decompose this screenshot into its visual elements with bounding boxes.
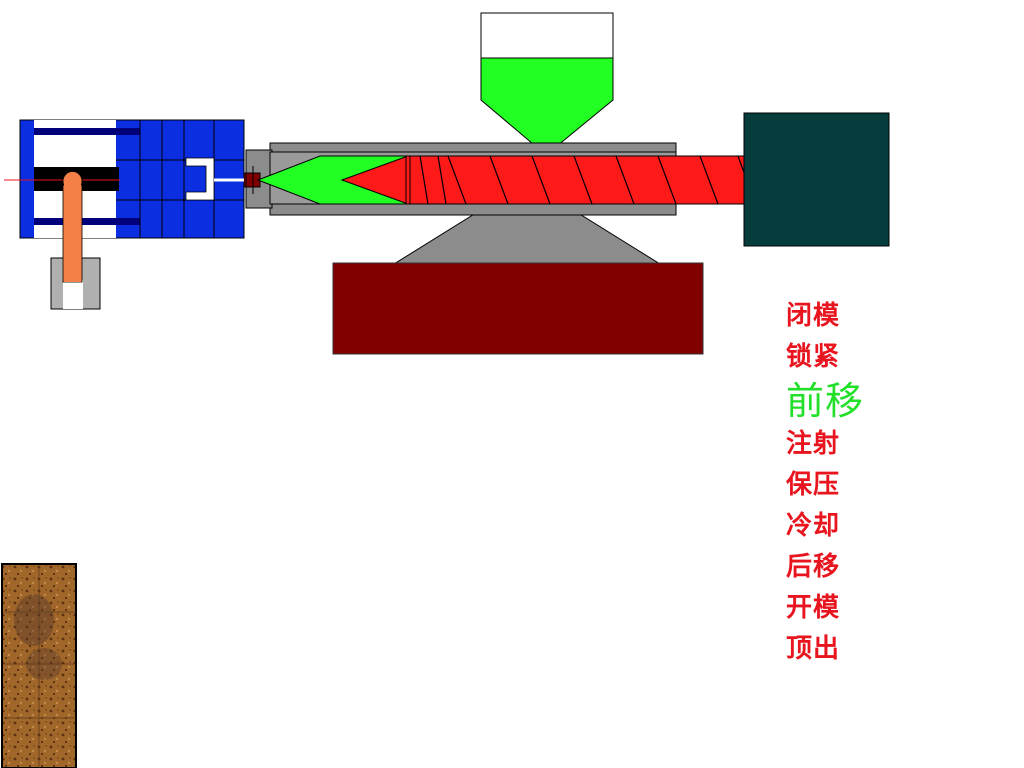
drive-motor xyxy=(743,112,890,247)
step-clamp: 锁紧 xyxy=(786,342,841,372)
process-step-list: 闭模 锁紧 前移 注射 保压 冷却 后移 开模 顶出 xyxy=(786,303,896,677)
mold-clamp-unit xyxy=(19,119,245,239)
hopper xyxy=(480,12,614,156)
step-inject: 注射 xyxy=(786,429,841,459)
screw xyxy=(340,155,747,205)
step-hold-pressure: 保压 xyxy=(786,470,841,500)
cork-texture-panel xyxy=(1,563,77,768)
step-eject: 顶出 xyxy=(786,634,841,664)
machine-base xyxy=(332,262,704,355)
step-open-mold: 开模 xyxy=(786,593,841,623)
step-cool: 冷却 xyxy=(786,511,841,541)
step-close-mold: 闭模 xyxy=(786,301,841,331)
barrel-support xyxy=(392,212,662,265)
step-retract: 后移 xyxy=(786,552,841,582)
step-advance: 前移 xyxy=(786,379,865,423)
nozzle xyxy=(239,166,261,194)
ejector xyxy=(50,171,101,310)
